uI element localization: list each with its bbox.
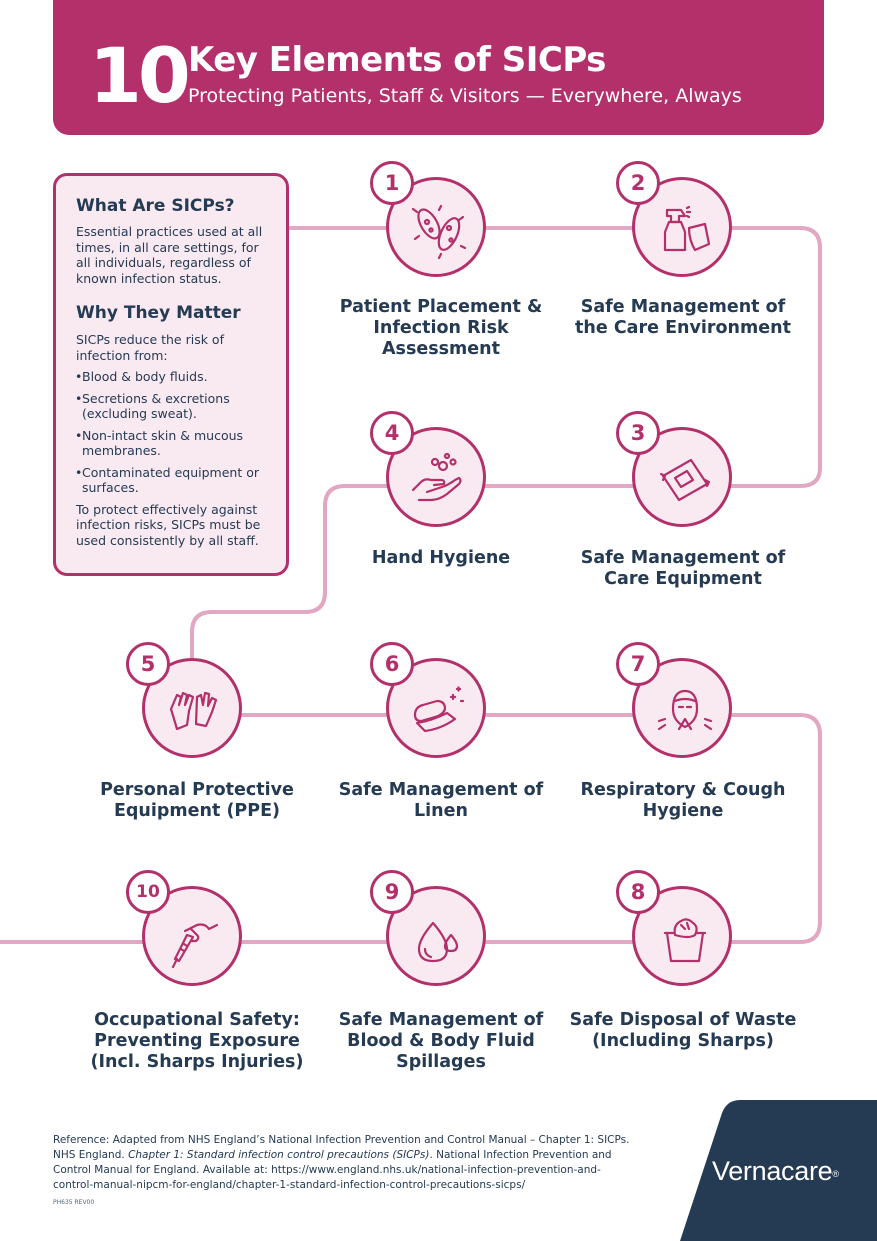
element-1-label: Patient Placement & Infection Risk Asses… [339,297,543,359]
element-9-label: Safe Management of Blood & Body Fluid Sp… [338,1010,544,1072]
element-2-badge: 2 [616,161,660,205]
header-banner: 10 Key Elements of SICPs Protecting Pati… [53,0,824,135]
element-4-badge: 4 [370,411,414,455]
element-6-badge: 6 [370,642,414,686]
linen-icon [413,686,465,733]
syringe-hand-icon [171,923,219,969]
element-1-node: 1 [370,161,486,277]
element-3-label: Safe Management of Care Equipment [580,548,786,589]
element-3-badge: 3 [616,411,660,455]
hand-wash-icon [411,452,462,502]
element-3-node: 3 [616,411,732,527]
page-title: Key Elements of SICPs [188,40,606,80]
risk-list: Blood & body fluids. Secretions & excret… [75,369,266,496]
element-7-node: 7 [616,642,732,758]
list-item: Blood & body fluids. [75,369,266,385]
why-heading: Why They Matter [76,303,241,323]
element-2-node: 2 [616,161,732,277]
element-8-label: Safe Disposal of Waste (Including Sharps… [569,1010,797,1051]
element-9-node: 9 [370,870,486,986]
footer-reference: Reference: Adapted from NHS England’s Na… [53,1133,633,1207]
element-2-label: Safe Management of the Care Environment [575,297,791,338]
germs-icon [411,204,467,260]
vernacare-logo: Vernacare® [712,1156,839,1186]
element-7-badge: 7 [616,642,660,686]
list-item: Non-intact skin & mucous membranes. [75,428,266,459]
what-text: Essential practices used at all times, i… [76,224,263,286]
why-intro: SICPs reduce the risk of infection from: [76,332,224,363]
closing-text: To protect effectively against infection… [76,501,261,548]
list-item: Contaminated equipment or surfaces. [75,465,266,496]
element-9-circle [386,886,486,986]
element-1-badge: 1 [370,161,414,205]
spray-bottle-icon [663,205,711,252]
document-code: PH635 REV00 [53,1199,95,1206]
element-9-badge: 9 [370,870,414,914]
droplet-icon [417,921,459,963]
info-box: What Are SICPs? Essential practices used… [53,173,289,576]
page-subtitle: Protecting Patients, Staff & Visitors — … [188,85,742,107]
element-7-label: Respiratory & Cough Hygiene [580,780,786,821]
element-6-label: Safe Management of Linen [338,780,544,821]
cough-icon [657,689,713,731]
element-4-node: 4 [370,411,486,527]
element-10-badge: 10 [126,870,170,914]
header-number: 10 [89,31,191,120]
reference-text: Reference: Adapted from NHS England’s Na… [53,1134,630,1191]
element-6-node: 6 [370,642,486,758]
waste-bin-icon [663,918,707,963]
element-10-node: 10 [126,870,242,986]
element-4-circle [386,427,486,527]
wipes-pack-icon [659,458,711,502]
list-item: Secretions & excretions (excluding sweat… [75,391,266,422]
element-5-label: Personal Protective Equipment (PPE) [100,780,294,821]
element-4-label: Hand Hygiene [371,548,511,568]
element-10-label: Occupational Safety: Preventing Exposure… [90,1010,304,1072]
element-8-badge: 8 [616,870,660,914]
element-5-node: 5 [126,642,242,758]
element-8-node: 8 [616,870,732,986]
what-heading: What Are SICPs? [76,196,235,216]
element-5-badge: 5 [126,642,170,686]
gloves-icon [169,691,218,731]
